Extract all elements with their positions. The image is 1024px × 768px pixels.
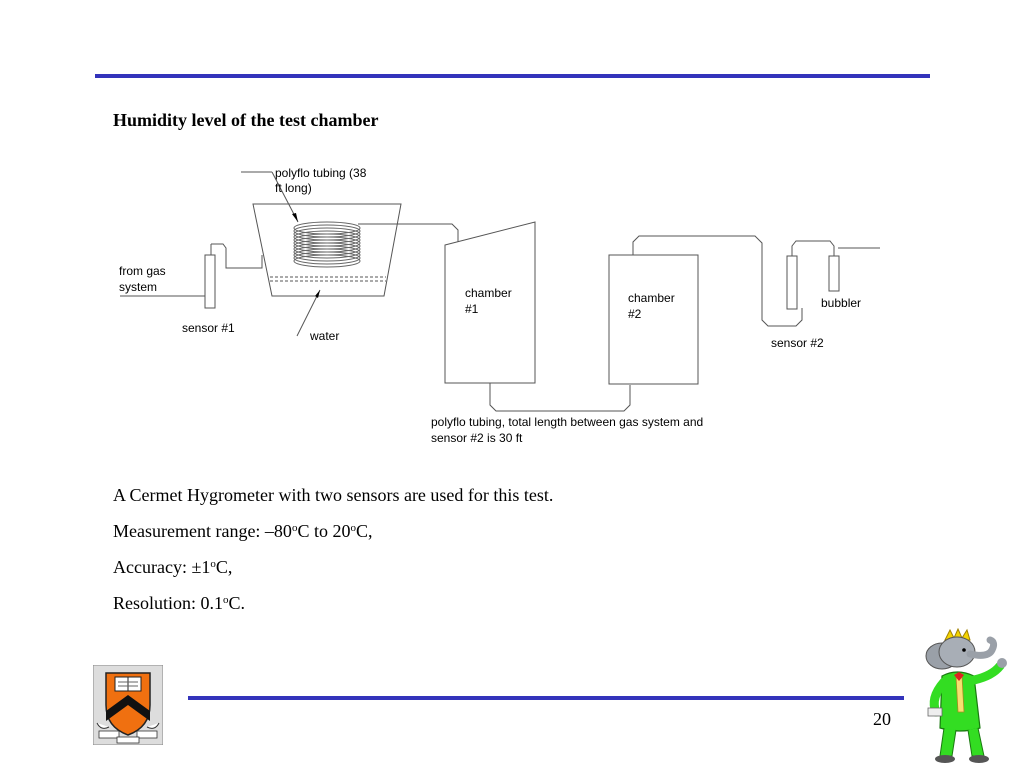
body-text: A Cermet Hygrometer with two sensors are… (113, 485, 553, 629)
bubbler-label: bubbler (821, 296, 861, 310)
bottom-rule (188, 696, 904, 700)
water-label: water (309, 329, 339, 343)
coil-leader-arrow (292, 213, 298, 222)
water-leader (296, 289, 321, 337)
chamber-connector-tube (489, 383, 631, 412)
body-line-3: Accuracy: ±1oC, (113, 557, 233, 577)
tubing-coil-label-2: ft long) (275, 181, 312, 195)
tubing-coil (293, 221, 361, 268)
water-leader-arrow (315, 290, 320, 298)
sensor1-top-tube (211, 243, 263, 269)
from-gas-label-2: system (119, 280, 157, 294)
chamber1-label-1: chamber (465, 286, 512, 300)
sensor2-label: sensor #2 (771, 336, 824, 350)
coil-to-chamber1-tube (358, 223, 459, 242)
elephant-mascot-icon (925, 628, 1007, 763)
body-line-1: A Cermet Hygrometer with two sensors are… (113, 485, 554, 505)
sensor1-body (204, 254, 216, 309)
chamber2-to-sensor2-tube (632, 235, 803, 327)
sensor2-top-tube (791, 240, 835, 256)
princeton-shield-icon (93, 665, 163, 745)
body-line-4: Resolution: 0.1oC. (113, 593, 246, 613)
page-number: 20 (873, 709, 891, 729)
tubing-total-label-2: sensor #2 is 30 ft (431, 431, 523, 445)
body-line-2: Measurement range: –80oC to 20oC, (113, 521, 373, 541)
top-rule (95, 74, 930, 78)
chamber1-label-2: #1 (465, 302, 479, 316)
chamber2-label-2: #2 (628, 307, 642, 321)
water-tank (252, 203, 402, 297)
chamber2 (608, 254, 699, 385)
sensor2-body (786, 255, 798, 310)
chamber2-label-1: chamber (628, 291, 675, 305)
chamber1 (444, 221, 536, 384)
from-gas-label-1: from gas (119, 264, 166, 278)
bubbler-body (828, 255, 840, 292)
slide-title: Humidity level of the test chamber (113, 110, 379, 130)
tubing-total-label-1: polyflo tubing, total length between gas… (431, 415, 703, 429)
tubing-coil-label-1: polyflo tubing (38 (275, 166, 367, 180)
sensor1-label: sensor #1 (182, 321, 235, 335)
